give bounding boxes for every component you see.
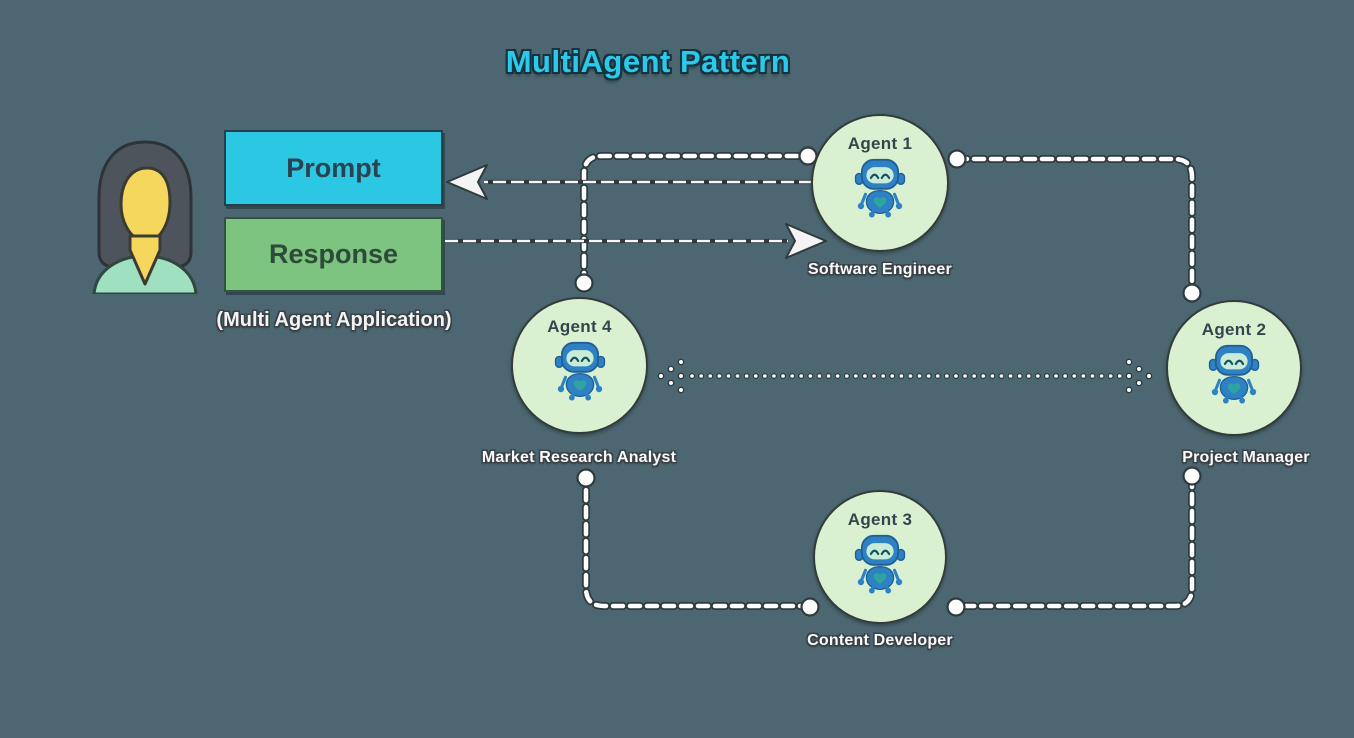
connection-dot [576, 468, 596, 488]
robot-icon [1205, 342, 1263, 404]
robot-icon [851, 156, 909, 218]
arrowhead-left-icon [446, 164, 488, 200]
response-box: Response [224, 217, 443, 292]
agent-1-title: Agent 1 [847, 134, 913, 153]
dotted-arrowhead-left-icon [657, 358, 685, 394]
agent-3-node: Agent 3 [813, 490, 947, 624]
agent-2-node: Agent 2 [1166, 300, 1302, 436]
robot-icon [851, 532, 909, 594]
connector-agent1-agent2 [953, 155, 1196, 295]
response-label: Response [268, 239, 399, 269]
agent-4-role-label: Market Research Analyst [481, 449, 677, 466]
prompt-box: Prompt [224, 130, 443, 206]
agent-2-title: Agent 2 [1201, 320, 1267, 339]
agent-3-title: Agent 3 [847, 510, 913, 529]
connector-agent3-agent4 [582, 476, 814, 610]
arrow-agent4-agent2-bidirectional [657, 358, 1153, 394]
agent-4-title: Agent 4 [547, 317, 612, 336]
arrow-response-to-agent1 [445, 223, 827, 259]
agent-3-role-label: Content Developer [807, 632, 953, 649]
prompt-label: Prompt [286, 152, 381, 183]
connection-dot [800, 597, 820, 617]
page-title: MultiAgent Pattern [505, 44, 791, 79]
dotted-arrowhead-right-icon [1125, 358, 1153, 394]
connection-dot [947, 149, 967, 169]
arrowhead-right-icon [785, 223, 827, 259]
agent-1-role-label: Software Engineer [808, 261, 952, 278]
connector-agent2-agent3 [954, 473, 1196, 610]
arrow-agent1-to-prompt [446, 164, 812, 200]
connection-dot [946, 597, 966, 617]
multi-agent-application-caption: (Multi Agent Application) [216, 309, 452, 331]
connection-dot [1182, 283, 1202, 303]
connection-dot [1182, 466, 1202, 486]
agent-4-node: Agent 4 [511, 297, 648, 434]
user-avatar-icon [92, 140, 198, 294]
agent-1-node: Agent 1 [811, 114, 949, 252]
connection-dot [574, 273, 594, 293]
agent-2-role-label: Project Manager [1182, 449, 1310, 466]
robot-icon [551, 339, 609, 401]
